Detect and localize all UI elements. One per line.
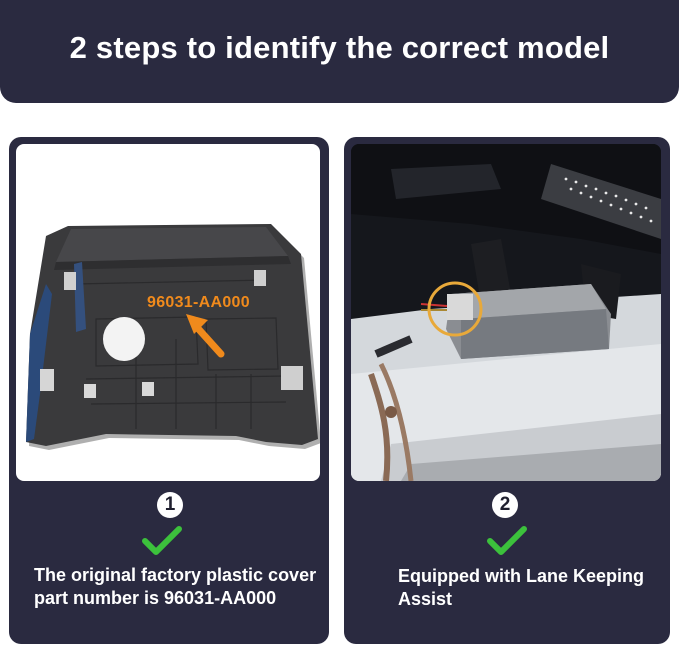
page-title: 2 steps to identify the correct model <box>69 29 610 65</box>
header-banner: 2 steps to identify the correct model <box>0 0 679 103</box>
check-icon <box>487 526 527 555</box>
cover-photo: 96031-AA000 <box>16 144 320 481</box>
highlight-circle-icon <box>427 281 483 337</box>
step-card-2: 2 Equipped with Lane Keeping Assist <box>344 137 670 644</box>
step-number-badge: 2 <box>492 492 518 518</box>
part-number-label: 96031-AA000 <box>147 294 250 311</box>
arrow-icon <box>186 314 225 358</box>
windshield-photo <box>351 144 661 481</box>
step-card-1: 96031-AA000 1 The original factory plast… <box>9 137 329 644</box>
check-icon <box>142 526 182 555</box>
step-description: The original factory plastic cover part … <box>34 565 317 608</box>
step-number-badge: 1 <box>157 492 183 518</box>
step-description: Equipped with Lane Keeping Assist <box>398 566 645 609</box>
plastic-cover-illustration <box>26 224 320 450</box>
camera-module-illustration <box>351 144 661 481</box>
